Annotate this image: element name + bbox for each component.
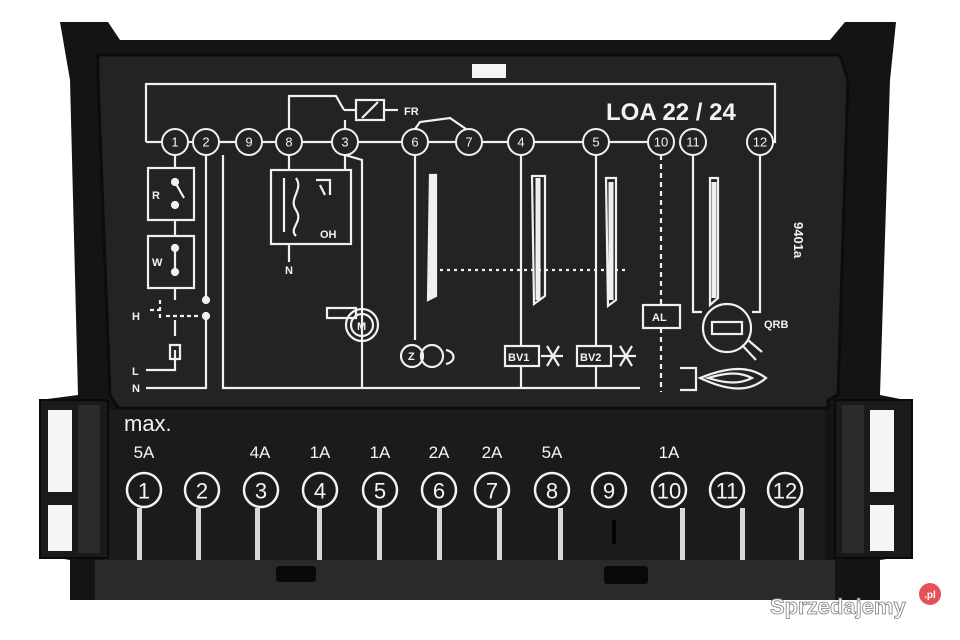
diagram-terminal-9: 9 [245,135,252,150]
watermark-text: Sprzedajemy [770,594,906,619]
top-notch [472,64,506,78]
watermark-badge [919,583,941,605]
pin-3: 3 [255,479,267,504]
label-fr: FR [404,106,419,118]
terminal-strip [105,410,825,560]
rating-pin-6: 2A [429,443,450,462]
part-code: 9401a [791,222,806,259]
label-oh: OH [320,229,337,241]
watermark: Sprzedajemy .pl [770,583,941,619]
wiring-diagram [144,82,777,392]
pin-circles [125,471,804,509]
diagram-terminal-5: 5 [592,135,599,150]
rating-pin-5: 1A [370,443,391,462]
max-label: max. [124,411,172,436]
diagram-terminal-4: 4 [517,135,524,150]
diagram-terminal-10: 10 [654,135,668,150]
bottom-slot-left [276,566,316,582]
pin-4: 4 [314,479,326,504]
label-al: AL [652,312,667,324]
label-qrb: QRB [764,319,789,331]
label-n2: N [132,383,140,395]
diagram-terminal-3: 3 [341,135,348,150]
label-w: W [152,257,163,269]
pin-2: 2 [196,479,208,504]
bottom-rail [95,560,835,600]
rating-pin-10: 1A [659,443,680,462]
pin-blades [137,508,804,560]
rating-pin-8: 5A [542,443,563,462]
pin-1: 1 [138,479,150,504]
pin-7: 7 [486,479,498,504]
label-r: R [152,190,160,202]
pin-11: 11 [716,479,739,504]
pin-9: 9 [603,479,615,504]
pin-12: 12 [773,479,797,504]
watermark-badge-text: .pl [924,590,936,601]
pin-5: 5 [374,479,386,504]
rating-pin-4: 1A [310,443,331,462]
diagram-terminal-6: 6 [411,135,418,150]
bottom-slot-right [604,566,648,584]
diagram-terminal-11: 11 [686,135,700,150]
diagram-terminal-8: 8 [285,135,292,150]
label-bv2: BV2 [580,352,601,364]
label-l: L [132,366,139,378]
label-n: N [285,265,293,277]
diagram-terminal-7: 7 [465,135,472,150]
label-bv1: BV1 [508,352,529,364]
diagram-terminal-1: 1 [171,135,178,150]
diagram-terminal-circles [161,128,774,156]
pin-8: 8 [546,479,558,504]
rating-pin-1: 5A [134,443,155,462]
label-motor: M [357,321,366,333]
label-z: Z [408,351,415,363]
diagram-terminal-12: 12 [753,135,767,150]
pin-10: 10 [657,479,681,504]
model-title: LOA 22 / 24 [606,99,736,126]
left-clip [39,399,109,559]
label-h: H [132,311,140,323]
right-clip [834,399,913,559]
diagram-terminal-2: 2 [202,135,209,150]
rating-pin-3: 4A [250,443,271,462]
rating-pin-7: 2A [482,443,503,462]
pin-6: 6 [433,479,445,504]
